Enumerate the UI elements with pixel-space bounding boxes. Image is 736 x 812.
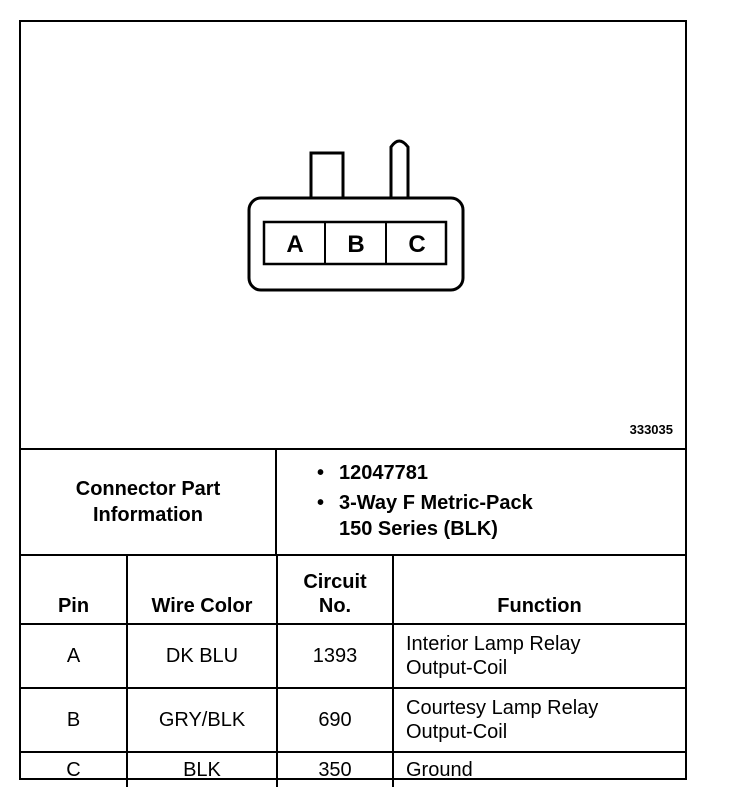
pin-cavity-row	[262, 220, 448, 266]
table-row: B GRY/BLK 690 Courtesy Lamp Relay Output…	[21, 687, 685, 752]
pin-table-header: Pin Wire Color Circuit No. Function	[21, 554, 685, 624]
connector-diagram: A B C	[247, 139, 465, 292]
connector-frame: A B C 333035 Connector Part Information …	[19, 20, 687, 787]
header-wire-color: Wire Color	[127, 554, 278, 624]
connector-post	[389, 139, 410, 199]
part-info-item: • 3-Way F Metric-Pack 150 Series (BLK)	[317, 490, 685, 542]
pin-label-c: C	[408, 231, 425, 258]
cell-circuit: 1393	[277, 623, 394, 688]
connector-lock-tab	[309, 151, 345, 201]
cell-circuit: 690	[277, 687, 394, 752]
cell-function: Interior Lamp Relay Output-Coil	[393, 623, 685, 688]
figure-id: 333035	[629, 422, 673, 437]
cell-function: Courtesy Lamp Relay Output-Coil	[393, 687, 685, 752]
part-info-label: Connector Part Information	[75, 478, 221, 526]
part-info-section: Connector Part Information • 12047781 • …	[21, 448, 685, 554]
pin-label-a: A	[286, 231, 303, 258]
cell-pin: C	[21, 751, 128, 787]
cell-circuit: 350	[277, 751, 394, 787]
table-row: A DK BLU 1393 Interior Lamp Relay Output…	[21, 623, 685, 688]
cell-pin: B	[21, 687, 128, 752]
part-info-item: • 12047781	[317, 460, 685, 486]
cell-wire-color: DK BLU	[127, 623, 278, 688]
cell-wire-color: GRY/BLK	[127, 687, 278, 752]
bullet-icon: •	[317, 492, 325, 514]
cell-wire-color: BLK	[127, 751, 278, 787]
cell-function: Ground	[393, 751, 685, 787]
header-function: Function	[393, 554, 685, 624]
part-info-list: • 12047781 • 3-Way F Metric-Pack 150 Ser…	[277, 450, 685, 554]
bullet-icon: •	[317, 462, 325, 484]
header-circuit-no: Circuit No.	[277, 554, 394, 624]
table-row: C BLK 350 Ground	[21, 751, 685, 787]
part-info-label-cell: Connector Part Information	[21, 450, 277, 554]
header-pin: Pin	[21, 554, 128, 624]
connector-description: 3-Way F Metric-Pack 150 Series (BLK)	[339, 492, 533, 540]
part-number: 12047781	[339, 462, 428, 484]
cell-pin: A	[21, 623, 128, 688]
pin-label-b: B	[347, 231, 364, 258]
pin-table: Pin Wire Color Circuit No. Function A DK…	[21, 554, 685, 787]
